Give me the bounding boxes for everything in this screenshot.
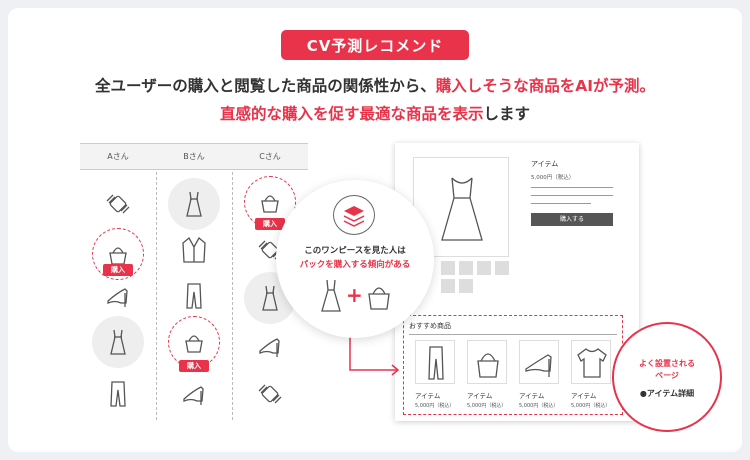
column-divider <box>156 172 157 420</box>
recommended-item-price: 5,000円（税込） <box>415 403 455 409</box>
jacket-icon <box>172 228 216 272</box>
recommended-item-name: アイテム <box>415 392 441 400</box>
recommended-item-name: アイテム <box>519 392 545 400</box>
text-placeholder <box>531 203 591 204</box>
pants-icon <box>96 372 140 416</box>
text-placeholder <box>531 195 613 196</box>
heels-icon <box>96 274 140 318</box>
headline-highlight-2: 直感的な購入を促す最適な商品を表示 <box>219 105 484 123</box>
insight-text-2: パックを購入する傾向がある <box>299 260 411 270</box>
headline-text: 全ユーザーの購入と閲覧した商品の関係性から、 <box>95 77 436 95</box>
thumbnail[interactable] <box>459 279 473 293</box>
column-b: Bさん <box>183 152 205 161</box>
table-header: Aさん Bさん Cさん <box>80 144 308 170</box>
thumbnail[interactable] <box>441 279 455 293</box>
dress-icon <box>168 178 220 230</box>
watch-icon <box>96 182 140 226</box>
purchase-history-table: Aさん Bさん Cさん 購入 購入 購入 <box>80 143 308 420</box>
recommended-item-image[interactable] <box>467 340 507 384</box>
recommended-item-price: 5,000円（税込） <box>571 403 611 409</box>
thumbnail[interactable] <box>495 261 509 275</box>
dress-icon <box>92 316 144 368</box>
plus-icon: + <box>346 283 363 307</box>
recommendation-title: おすすめ商品 <box>409 322 451 330</box>
placement-line-1: よく設置される <box>639 359 695 368</box>
buy-label: 購入 <box>179 360 209 372</box>
headline-line-2: 直感的な購入を促す最適な商品を表示します <box>0 102 750 124</box>
arrow-connector <box>349 322 400 376</box>
thinking-head-icon <box>333 195 375 235</box>
thumbnail[interactable] <box>441 261 455 275</box>
thumbnail[interactable] <box>459 261 473 275</box>
heels-icon <box>172 372 216 416</box>
divider <box>409 334 617 335</box>
column-divider <box>232 172 233 420</box>
headline-line-1: 全ユーザーの購入と閲覧した商品の関係性から、購入しそうな商品をAIが予測。 <box>0 74 750 96</box>
buy-label: 購入 <box>255 218 285 230</box>
recommended-item-image[interactable] <box>519 340 559 384</box>
recommended-item-name: アイテム <box>467 392 493 400</box>
placement-circle <box>612 322 722 432</box>
thumbnail[interactable] <box>477 261 491 275</box>
product-title: アイテム <box>531 160 559 168</box>
buy-label: 購入 <box>103 264 133 276</box>
placement-line-2: ページ <box>655 371 679 380</box>
dress-icon <box>316 278 346 318</box>
bag-icon <box>364 282 394 316</box>
headline-text-2: します <box>483 105 531 123</box>
column-c: Cさん <box>259 152 281 161</box>
buy-button[interactable]: 購入する <box>531 213 613 226</box>
recommended-item-price: 5,000円（税込） <box>467 403 507 409</box>
product-detail-page: アイテム 5,000円（税込） 購入する おすすめ商品 アイテム アイテム アイ… <box>395 143 639 421</box>
watch-icon <box>248 372 292 416</box>
recommended-item-image[interactable] <box>415 340 455 384</box>
placement-title: よく設置されるページ <box>612 358 722 382</box>
recommended-item-name: アイテム <box>571 392 597 400</box>
heels-icon <box>248 324 292 368</box>
headline-highlight: 購入しそうな商品をAIが予測。 <box>435 77 655 95</box>
placement-page: ●アイテム詳細 <box>639 389 695 398</box>
recommended-item-price: 5,000円（税込） <box>519 403 559 409</box>
column-a: Aさん <box>107 152 129 161</box>
text-placeholder <box>531 187 613 188</box>
title-badge: CV予測レコメンド <box>281 30 469 60</box>
product-price: 5,000円（税込） <box>531 175 575 181</box>
insight-text-1: このワンピースを見た人は <box>304 246 406 256</box>
recommended-item-image[interactable] <box>571 340 611 384</box>
pants-icon <box>172 274 216 318</box>
